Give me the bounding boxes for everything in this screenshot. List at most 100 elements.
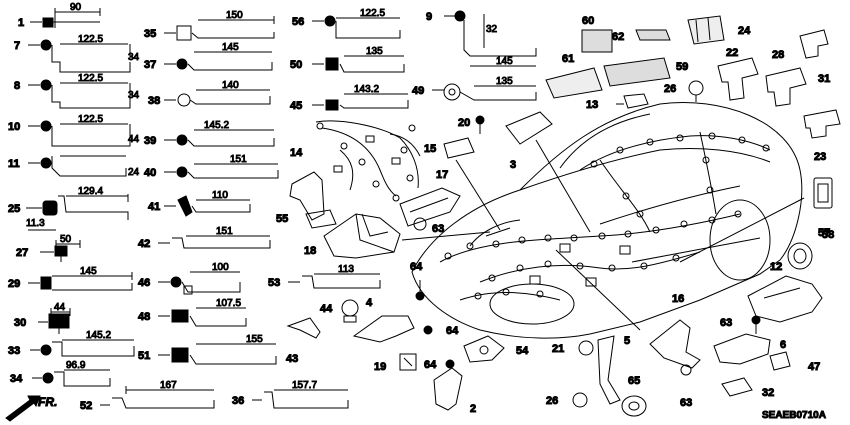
part-22-bracket bbox=[717, 57, 759, 101]
callout-13: 13 bbox=[586, 99, 598, 111]
part-59-pad bbox=[603, 57, 671, 87]
callout-63-bottom: 63 bbox=[680, 397, 692, 409]
dim-10-height: 44 bbox=[128, 134, 140, 145]
part-2-bracket bbox=[433, 367, 463, 411]
part-21-grommet bbox=[578, 340, 594, 356]
part-53-clip bbox=[288, 273, 381, 289]
callout-64-b: 64 bbox=[446, 325, 459, 337]
dim-7-height: 34 bbox=[128, 52, 140, 63]
part-57-box bbox=[813, 177, 833, 209]
callout-26-top: 26 bbox=[664, 83, 676, 95]
dim-8-width: 122.5 bbox=[78, 73, 103, 84]
part-49-clip bbox=[432, 83, 537, 101]
callout-59: 59 bbox=[676, 61, 688, 73]
callout-60: 60 bbox=[582, 15, 594, 27]
dim-35: 150 bbox=[226, 10, 243, 21]
dim-11-height: 24 bbox=[128, 167, 140, 178]
part-50-clip bbox=[312, 55, 405, 73]
part-13-clip bbox=[616, 93, 649, 109]
callout-41: 41 bbox=[148, 201, 160, 213]
dim-27: 50 bbox=[60, 234, 72, 245]
part-26-clip-top bbox=[688, 80, 704, 102]
callout-5: 5 bbox=[624, 335, 630, 347]
part-27-clip bbox=[40, 240, 81, 262]
callout-3: 3 bbox=[510, 159, 516, 171]
part-34-clip bbox=[32, 369, 111, 387]
part-26-clip-bottom bbox=[572, 392, 588, 408]
part-10-clip bbox=[28, 120, 131, 147]
callout-14: 14 bbox=[290, 147, 303, 159]
part-6-bracket bbox=[713, 333, 771, 365]
callout-29: 29 bbox=[8, 278, 20, 290]
dim-41: 110 bbox=[212, 190, 228, 201]
callout-32: 32 bbox=[762, 387, 774, 399]
part-44-clip bbox=[341, 299, 359, 323]
callout-28: 28 bbox=[772, 49, 784, 61]
callout-9: 9 bbox=[426, 11, 432, 23]
callout-8: 8 bbox=[14, 80, 20, 92]
dim-53: 113 bbox=[338, 264, 354, 275]
part-17-bracket bbox=[399, 187, 461, 227]
callout-48: 48 bbox=[138, 311, 150, 323]
dim-49: 135 bbox=[496, 76, 513, 87]
dim-40: 151 bbox=[230, 154, 247, 165]
part-63-grommet-bottom bbox=[680, 364, 692, 376]
callout-37: 37 bbox=[144, 59, 156, 71]
callout-47: 47 bbox=[808, 361, 820, 373]
leader-lines bbox=[401, 139, 805, 331]
callout-27: 27 bbox=[16, 247, 28, 259]
front-arrow-icon bbox=[5, 395, 41, 422]
callout-52: 52 bbox=[80, 400, 92, 412]
dim-30: 44 bbox=[54, 302, 66, 313]
callout-49: 49 bbox=[412, 85, 424, 97]
part-42-clip bbox=[158, 235, 271, 249]
callout-2: 2 bbox=[470, 403, 476, 415]
callout-42: 42 bbox=[138, 238, 150, 250]
callout-34: 34 bbox=[10, 373, 23, 385]
part-dash-harness bbox=[315, 120, 421, 202]
car-body-outline bbox=[411, 102, 803, 339]
part-floor-harness bbox=[439, 131, 771, 301]
callout-63-top: 63 bbox=[432, 223, 444, 235]
part-1-clip bbox=[30, 8, 101, 28]
dim-10-width: 122.5 bbox=[78, 114, 103, 125]
callout-10: 10 bbox=[8, 121, 20, 133]
part-43-bracket bbox=[286, 317, 321, 339]
callout-43: 43 bbox=[286, 353, 298, 365]
callout-12: 12 bbox=[770, 261, 782, 273]
dim-33: 145.2 bbox=[86, 330, 111, 341]
part-16-bracket bbox=[649, 319, 701, 369]
part-4-bracket bbox=[352, 315, 415, 343]
part-23-bracket bbox=[803, 109, 841, 139]
callout-36: 36 bbox=[232, 395, 244, 407]
dim-37: 145 bbox=[222, 42, 239, 53]
callout-64-a: 64 bbox=[410, 261, 423, 273]
part-31-clip bbox=[799, 29, 829, 59]
dim-38: 140 bbox=[222, 80, 239, 91]
part-29-clip bbox=[28, 272, 133, 291]
callout-31: 31 bbox=[818, 73, 830, 85]
callout-23: 23 bbox=[814, 151, 826, 163]
callout-22: 22 bbox=[726, 47, 738, 59]
dim-9-width: 145 bbox=[496, 56, 513, 67]
callout-11: 11 bbox=[8, 158, 20, 170]
callout-45: 45 bbox=[290, 100, 302, 112]
dim-29: 145 bbox=[80, 266, 97, 277]
callout-63-right: 63 bbox=[720, 317, 732, 329]
part-64-bolt-c bbox=[445, 359, 455, 369]
callout-19: 19 bbox=[374, 361, 386, 373]
callout-57: 57 bbox=[818, 227, 830, 239]
dim-48: 107.5 bbox=[216, 298, 241, 309]
callout-26-bottom: 26 bbox=[546, 395, 558, 407]
callout-40: 40 bbox=[144, 167, 156, 179]
callout-44: 44 bbox=[320, 303, 333, 315]
part-25-clip bbox=[26, 194, 129, 231]
callout-65: 65 bbox=[628, 375, 640, 387]
dim-9-height: 32 bbox=[486, 24, 498, 35]
dim-39: 145.2 bbox=[204, 120, 229, 131]
callout-21: 21 bbox=[552, 343, 564, 355]
part-52-clip bbox=[100, 386, 215, 409]
part-32-clip bbox=[721, 377, 753, 397]
callout-50: 50 bbox=[290, 59, 302, 71]
